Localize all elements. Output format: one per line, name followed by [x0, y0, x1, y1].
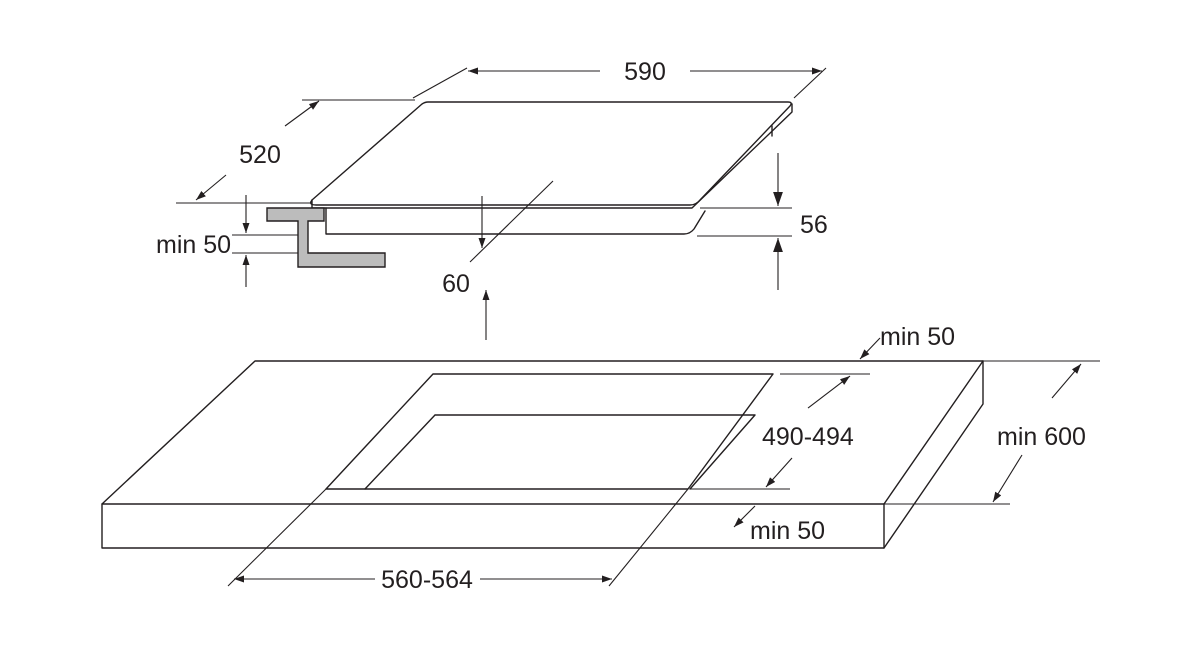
worktop-side-face: [883, 360, 984, 549]
hob: [309, 101, 793, 235]
label-worktop-depth: min 600: [997, 423, 1086, 451]
label-bracket-clearance: min 50: [156, 231, 231, 259]
label-hob-height: 56: [800, 211, 828, 239]
label-hob-width: 590: [624, 58, 666, 86]
label-below-clearance: 60: [442, 270, 470, 298]
label-hob-depth: 520: [239, 141, 281, 169]
label-cutout-width: 560-564: [381, 566, 473, 594]
dim-below-clearance: 60: [442, 180, 554, 340]
dim-bracket-clearance: min 50: [156, 195, 298, 287]
dim-cutout-depth: 490-494: [690, 375, 854, 490]
dim-front-clearance: min 50: [733, 505, 825, 545]
dim-hob-width: 590: [412, 58, 827, 99]
label-cutout-depth: 490-494: [762, 423, 854, 451]
fixing-bracket: [266, 207, 386, 268]
cutout: [325, 373, 774, 490]
worktop: [101, 360, 984, 549]
dim-hob-height: 56: [697, 153, 828, 290]
hob-glass-edge: [311, 103, 793, 209]
hob-glass-top: [309, 101, 792, 206]
cutout-inner: [364, 414, 756, 490]
dim-back-clearance: min 50: [780, 323, 1100, 375]
label-back-clearance: min 50: [880, 323, 955, 351]
dim-hob-depth: 520: [176, 99, 415, 204]
hob-body: [325, 207, 706, 235]
dim-worktop-depth: min 600: [884, 363, 1086, 505]
dim-cutout-width: 560-564: [227, 488, 689, 594]
label-front-clearance: min 50: [750, 517, 825, 545]
worktop-front-face: [101, 503, 885, 549]
